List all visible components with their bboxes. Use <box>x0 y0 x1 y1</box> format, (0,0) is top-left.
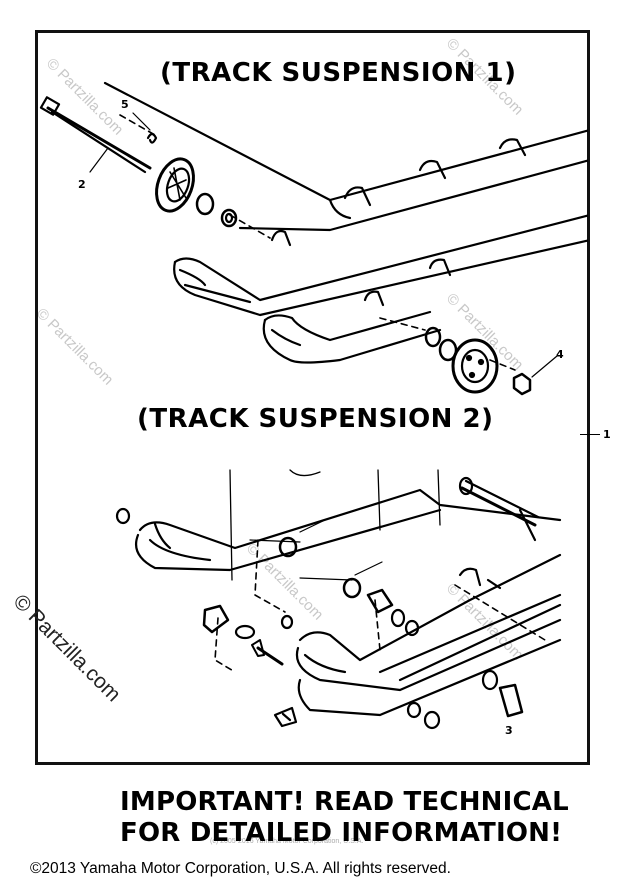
rail-lower-second <box>263 310 432 342</box>
faint-credit: (c) 2005-2016 Yamaha Motor Corporation, … <box>210 838 364 845</box>
spacer <box>366 588 394 614</box>
notice-line-2: FOR DETAILED INFORMATION! <box>120 818 563 848</box>
rail2-upper <box>138 488 562 550</box>
diagram-frame <box>35 30 590 765</box>
wheel-lower <box>451 338 499 394</box>
wheel-upper <box>155 157 195 213</box>
callout-2: 2 <box>78 178 86 191</box>
callout-3: 3 <box>505 724 513 737</box>
callout-1-leader <box>580 434 600 435</box>
shaft-2 <box>460 486 537 527</box>
rail-upper-bottom <box>238 159 588 232</box>
collar-a <box>278 536 298 558</box>
section-title-1: (TRACK SUSPENSION 1) <box>160 58 517 88</box>
axle-1 <box>46 106 152 170</box>
rail2-lower <box>298 553 562 662</box>
rail-lower-top <box>173 214 588 302</box>
clip-5 <box>146 132 158 144</box>
notice-line-1: IMPORTANT! READ TECHNICAL <box>120 787 569 817</box>
section-title-2: (TRACK SUSPENSION 2) <box>137 404 494 434</box>
rail-lower-bottom <box>173 239 588 317</box>
callout-1: 1 <box>603 428 611 441</box>
callout-5: 5 <box>121 98 129 111</box>
nut-4 <box>512 372 532 396</box>
slider-block <box>202 604 230 634</box>
parts-diagram <box>39 81 588 730</box>
bushing-3 <box>498 683 524 718</box>
callout-4: 4 <box>556 348 564 361</box>
copyright: ©2013 Yamaha Motor Corporation, U.S.A. A… <box>30 860 451 877</box>
